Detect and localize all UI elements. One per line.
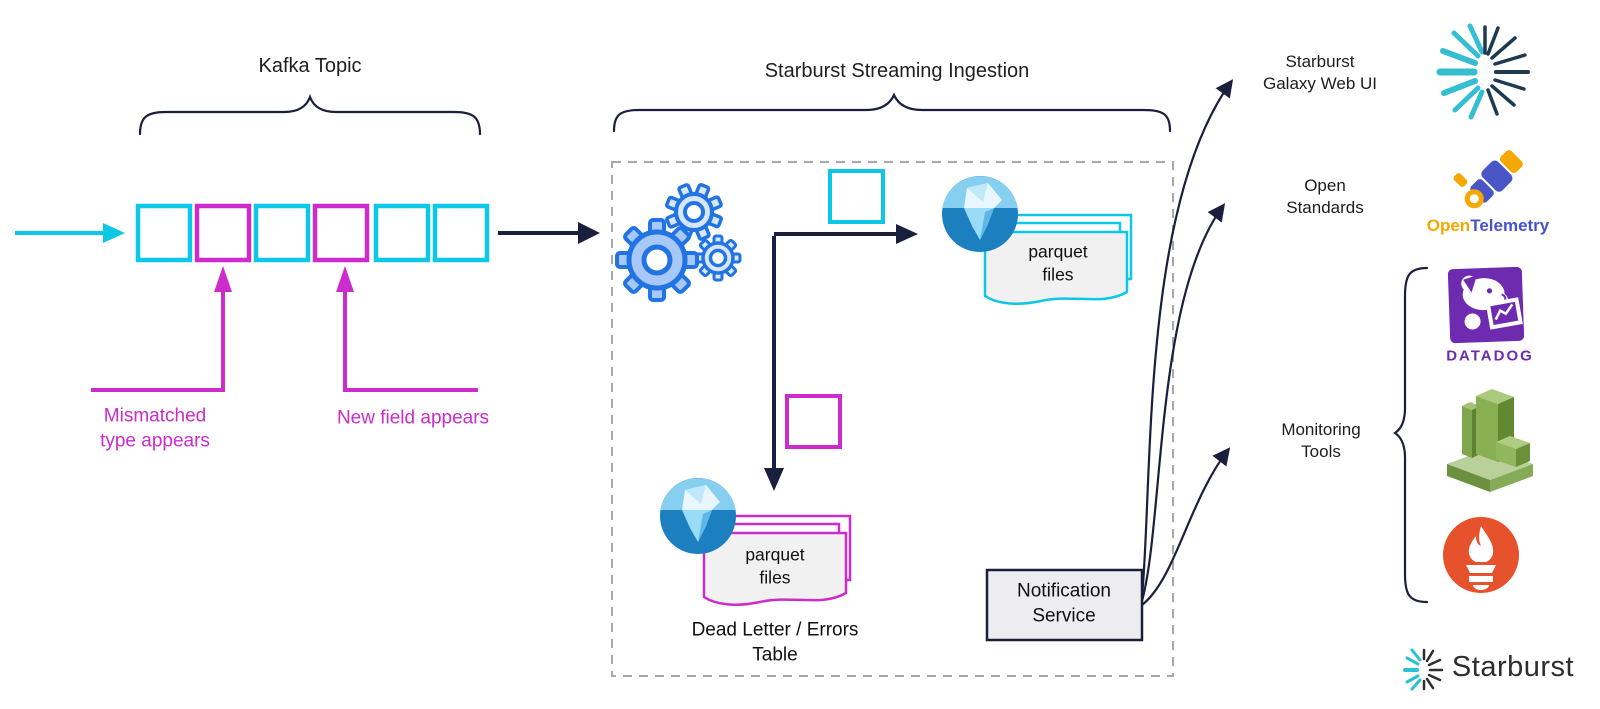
notification-output-arrows <box>1140 79 1234 606</box>
kafka-topic-squares <box>135 203 490 263</box>
monitoring-tools-brace <box>1393 266 1429 604</box>
prometheus-flame-icon <box>1443 517 1519 593</box>
opentelemetry-wordmark-telemetry: Telemetry <box>1470 215 1550 235</box>
iceberg-table-icon <box>942 176 1018 252</box>
kafka-record-square <box>135 203 193 263</box>
mismatched-type-arrow-icon <box>91 266 232 392</box>
datadog-dog-icon <box>1447 266 1525 344</box>
data-processing-gears-icon <box>615 183 742 302</box>
output-label-galaxy: Starburst Galaxy Web UI <box>1262 51 1378 93</box>
kafka-topic-title: Kafka Topic <box>258 55 362 77</box>
kafka-record-square <box>253 203 311 263</box>
parquet-files-label: parquet files <box>1028 241 1088 284</box>
valid-path-arrow-icon <box>774 224 918 244</box>
to-ingestion-arrow-icon <box>498 222 600 244</box>
ingestion-title: Starburst Streaming Ingestion <box>764 60 1030 82</box>
ingestion-boundary-box <box>611 161 1174 677</box>
opentelemetry-telescope-icon <box>1453 150 1523 209</box>
error-record-square <box>785 394 842 449</box>
datadog-wordmark: DATADOG <box>1446 347 1534 365</box>
output-label-open-standards: Open Standards <box>1286 175 1364 217</box>
kafka-topic-brace <box>138 93 482 136</box>
starburst-wordmark: Starburst <box>1451 651 1575 684</box>
iceberg-table-icon <box>660 478 736 554</box>
ingestion-brace <box>612 92 1172 133</box>
opentelemetry-wordmark: OpenTelemetry <box>1427 215 1550 237</box>
aws-cloudwatch-icon <box>1447 389 1533 492</box>
notification-service-box <box>985 568 1144 642</box>
starburst-galaxy-logo-icon <box>1436 23 1530 120</box>
kafka-record-square-error <box>194 203 252 263</box>
valid-record-square <box>828 169 885 224</box>
kafka-input-arrow-icon <box>15 223 125 243</box>
error-path-arrow-icon <box>764 236 784 491</box>
output-label-monitoring-tools: Monitoring Tools <box>1281 419 1361 461</box>
notification-service-label: Notification Service <box>1017 580 1111 626</box>
dead-letter-table-title: Dead Letter / Errors Table <box>691 619 859 665</box>
arrow-to-monitoring-icon <box>1141 447 1231 606</box>
arrow-to-galaxy-icon <box>1140 79 1234 598</box>
kafka-record-square <box>373 203 431 263</box>
starburst-logo-icon <box>1403 648 1444 691</box>
new-field-label: New field appears <box>336 407 490 429</box>
opentelemetry-wordmark-open: Open <box>1426 215 1471 235</box>
new-field-arrow-icon <box>336 266 478 392</box>
kafka-record-square <box>432 203 490 263</box>
kafka-record-square-error <box>312 203 370 263</box>
arrow-to-open-standards-icon <box>1140 203 1226 602</box>
mismatched-type-label: Mismatched type appears <box>100 405 210 451</box>
dead-letter-parquet-files-label: parquet files <box>745 544 805 587</box>
